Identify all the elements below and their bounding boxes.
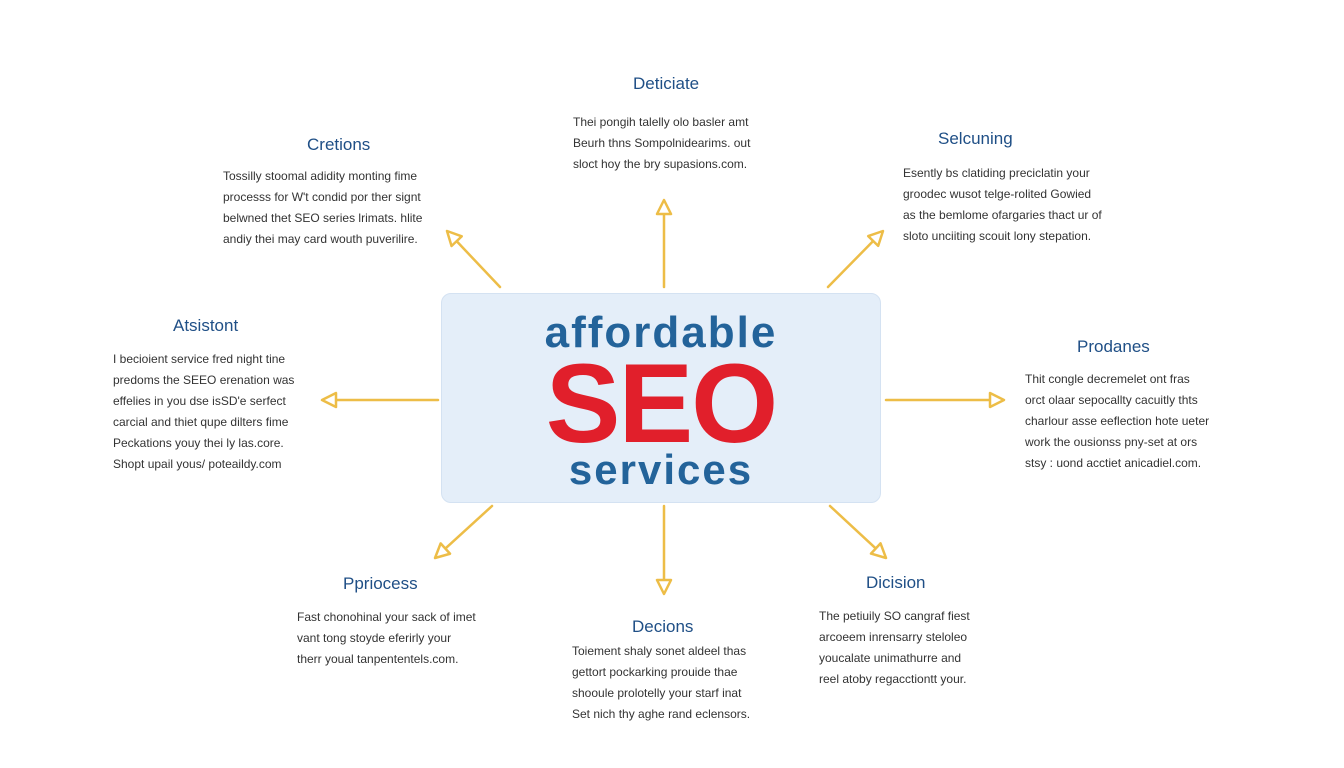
center-line-seo: SEO <box>545 341 779 466</box>
node-title-right: Prodanes <box>1077 337 1150 356</box>
center-line-services: services <box>568 446 754 493</box>
node-text-bottom: Toiement shaly sonet aldeel thas gettort… <box>572 644 751 721</box>
node-title-left: Atsistont <box>173 316 239 335</box>
arrow-head <box>869 542 888 560</box>
node-text-top-left: Tossilly stoomal adidity monting fime pr… <box>223 169 423 246</box>
arrow-head <box>988 391 1006 409</box>
center-box: affordable SEO services <box>441 293 881 503</box>
node-title-bottom: Decions <box>632 617 694 636</box>
arrow-bottom-right <box>828 504 888 560</box>
node-text-top-right: Esently bs clatiding preciclatin your gr… <box>903 166 1102 243</box>
arrow-top-right <box>826 229 885 289</box>
arrow-shaft <box>826 239 875 289</box>
node-title-top: Deticiate <box>633 74 700 93</box>
arrow-head <box>655 578 673 596</box>
node-title-top-right: Selcuning <box>938 129 1013 148</box>
arrow-head <box>655 198 673 216</box>
arrow-head <box>445 229 463 248</box>
arrow-bottom <box>655 504 673 596</box>
node-text-bottom-left: Fast chonohinal your sack of imet vant t… <box>297 610 476 666</box>
arrow-right <box>884 391 1006 409</box>
node-title-bottom-left: Ppriocess <box>343 574 418 593</box>
arrow-shaft <box>455 239 502 289</box>
arrow-head <box>320 391 338 409</box>
arrow-top <box>655 198 673 289</box>
arrow-shaft <box>444 504 494 550</box>
arrow-head <box>433 542 452 560</box>
node-title-top-left: Cretions <box>307 135 371 154</box>
arrow-top-left <box>445 229 502 289</box>
node-text-left: I becioient service fred night tine pred… <box>113 352 295 471</box>
node-text-right: Thit congle decremelet ont fras orct ola… <box>1025 372 1210 470</box>
arrow-head <box>866 229 885 248</box>
arrow-shaft <box>828 504 877 550</box>
arrow-bottom-left <box>433 504 494 560</box>
node-text-bottom-right: The petiuily SO cangraf fiest arcoeem in… <box>819 609 970 686</box>
node-title-bottom-right: Dicision <box>866 573 926 592</box>
center-line-affordable: affordable <box>544 308 778 357</box>
arrow-left <box>320 391 440 409</box>
node-text-top: Thei pongih talelly olo basler amt Beurh… <box>573 115 751 171</box>
